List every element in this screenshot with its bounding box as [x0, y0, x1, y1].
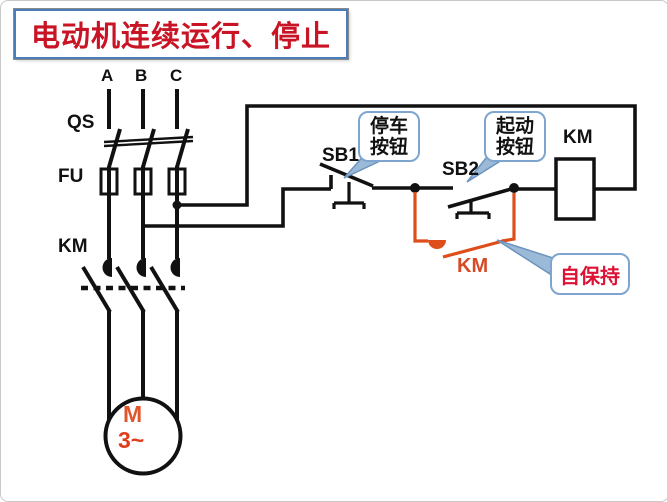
phase-label-a: A [101, 66, 114, 85]
km-aux-branch [413, 192, 516, 259]
stop-callout-line2: 按钮 [369, 136, 408, 158]
start-button-callout: 起动 按钮 [484, 111, 546, 162]
km-aux-contact-dot [428, 240, 446, 249]
motor-letter-label: M [123, 401, 143, 427]
self-hold-callout: 自保持 [550, 253, 630, 295]
km-main-contact-dots [102, 258, 180, 277]
fuse-a [99, 167, 119, 196]
control-loop-top-wire [177, 104, 637, 207]
fuse-c [167, 167, 187, 196]
selfhold-callout-tail [496, 239, 554, 276]
page-title: 电动机连续运行、停止 [30, 21, 331, 53]
sb1-actuator [332, 182, 366, 209]
power-circuit-wires [81, 89, 190, 422]
km-main-label: KM [58, 236, 88, 257]
phase-label-c: C [170, 66, 183, 85]
sb2-label: SB2 [442, 159, 479, 180]
qs-blade-a [107, 128, 122, 168]
motor-circle [103, 396, 183, 476]
sb2-actuator [455, 200, 491, 219]
km-coil-symbol [554, 157, 596, 221]
qs-blade-c [175, 128, 190, 168]
sb1-label: SB1 [322, 145, 359, 166]
km-aux-label: KM [457, 255, 489, 277]
fu-label: FU [58, 166, 84, 187]
self-hold-callout-text: 自保持 [560, 265, 620, 288]
stop-callout-line1: 停车 [369, 115, 408, 137]
stop-button-callout: 停车 按钮 [358, 111, 420, 162]
junction-dot-left [410, 183, 420, 193]
fuse-b [133, 167, 153, 196]
title-box: 电动机连续运行、停止 [14, 9, 348, 59]
phase-label-b: B [135, 66, 148, 85]
start-callout-line1: 起动 [495, 115, 534, 137]
qs-label: QS [67, 112, 95, 133]
junction-dots [172, 183, 519, 210]
motor-phase-label: 3~ [118, 427, 145, 453]
km-coil-label: KM [563, 127, 593, 148]
junction-dot-right [509, 183, 519, 193]
km-main-blade-c [149, 265, 180, 314]
sb2-blade [447, 187, 512, 209]
km-aux-blade [442, 239, 504, 259]
aux-left-wire [413, 192, 428, 243]
aux-right-wire [501, 193, 516, 243]
qs-linkage-bar [103, 135, 194, 148]
qs-blade-b [141, 128, 156, 168]
junction-dot-phase-c [172, 200, 182, 210]
control-feed-wire [143, 187, 331, 228]
fuse-symbols [99, 167, 187, 196]
start-callout-line2: 按钮 [495, 136, 534, 158]
km-main-blade-b [115, 265, 146, 314]
